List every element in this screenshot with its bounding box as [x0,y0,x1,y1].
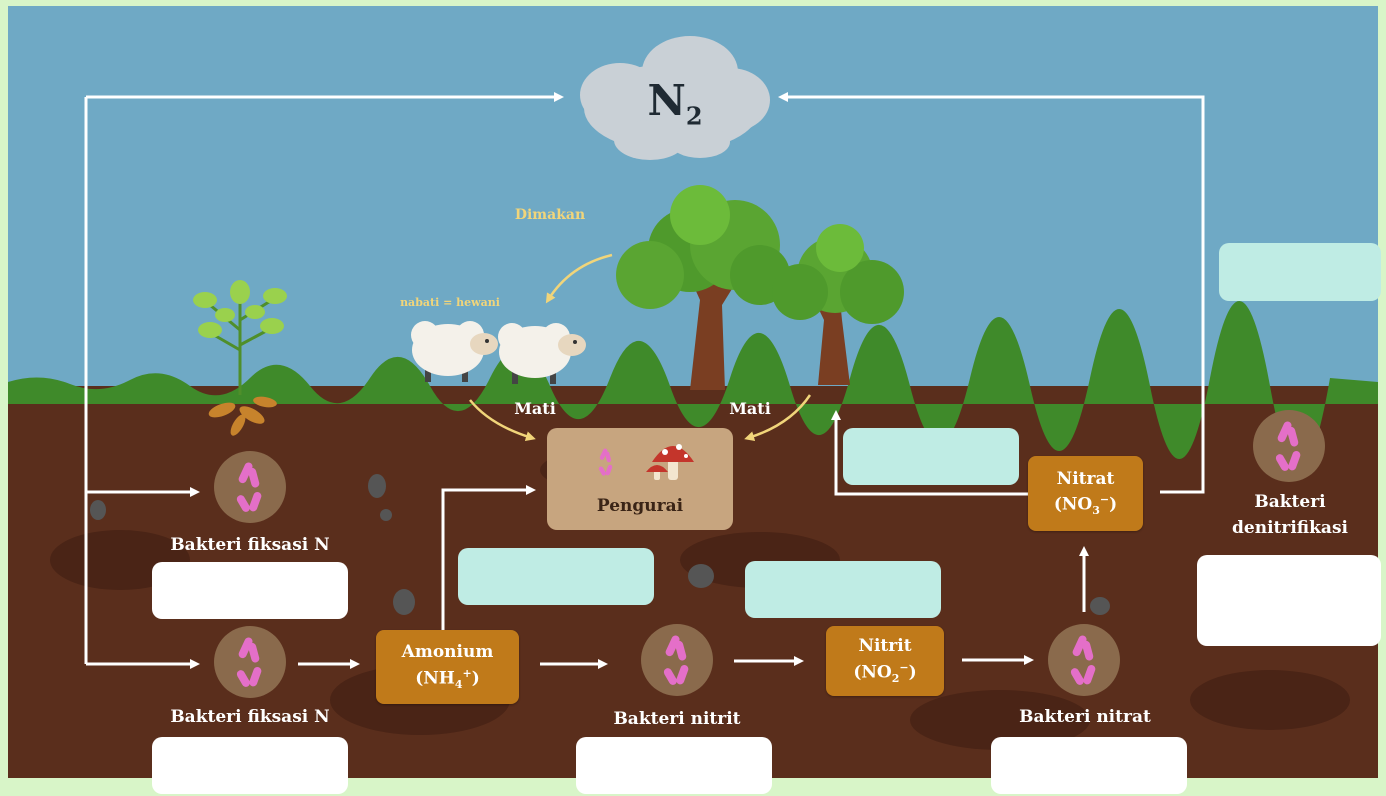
bacteria-icon [214,626,286,698]
sheep-icon [411,321,498,382]
tree-icon [616,185,790,390]
nitrate-bacteria-label: Bakteri nitrat [1019,707,1151,727]
tree-icon [772,224,904,385]
died-label-right: Mati [729,399,771,418]
ammonium-box: Amonium (NH4+) [376,630,519,704]
ammonium-name: Amonium [401,642,494,663]
fixation-bacteria-lower-label: Bakteri fiksasi N [170,707,330,727]
bacteria-icon [1253,410,1325,482]
bacteria-icon [598,448,613,476]
denitrification-line1: Bakteri [1254,492,1326,512]
sheep-icon [498,323,586,384]
bacteria-icon [1048,624,1120,696]
nitrate-name: Nitrat [1056,468,1115,489]
soil-stones [90,474,1110,615]
flow-arrows [84,92,1205,669]
nitrite-name: Nitrit [858,636,912,657]
answer-box-nitrite-bacteria[interactable] [576,737,772,794]
eaten-label: Dimakan [514,207,586,223]
answer-box-nitrification[interactable] [745,561,941,618]
answer-box-fixation-lower[interactable] [152,737,348,794]
bacteria-icon [641,624,713,696]
grass [8,300,1378,468]
mushroom-icon [646,444,694,480]
peanut-plant-icon [193,280,287,436]
answer-box-fixation-upper[interactable] [152,562,348,619]
denitrification-bacteria-label: Bakteri denitrifikasi [1210,490,1370,541]
nitrite-bacteria-label: Bakteri nitrit [613,709,741,729]
cloud-icon [580,36,770,160]
consumption-arrows [469,253,812,442]
decomposer-label: Pengurai [596,496,684,516]
answer-box-denitrification-process[interactable] [1219,243,1381,301]
died-label-left: Mati [514,399,556,418]
denitrification-line2: denitrifikasi [1232,517,1348,538]
nitrogen-gas-label: N2 [647,76,703,131]
nitrite-formula: (NO2−) [853,660,917,686]
fixation-bacteria-upper-label: Bakteri fiksasi N [170,535,330,555]
nitrate-formula: (NO3−) [1053,493,1118,518]
herbivore-label: nabati = hewani [400,296,500,309]
ammonium-formula: (NH4+) [415,666,480,692]
answer-box-nitrate-bacteria[interactable] [991,737,1187,794]
nitrite-box: Nitrit (NO2−) [826,626,944,696]
answer-box-assimilation[interactable] [843,428,1019,485]
answer-box-ammonification[interactable] [458,548,654,605]
nitrate-box: Nitrat (NO3−) [1028,456,1143,531]
answer-box-denitrification[interactable] [1197,555,1381,646]
bacteria-icon [214,451,286,523]
